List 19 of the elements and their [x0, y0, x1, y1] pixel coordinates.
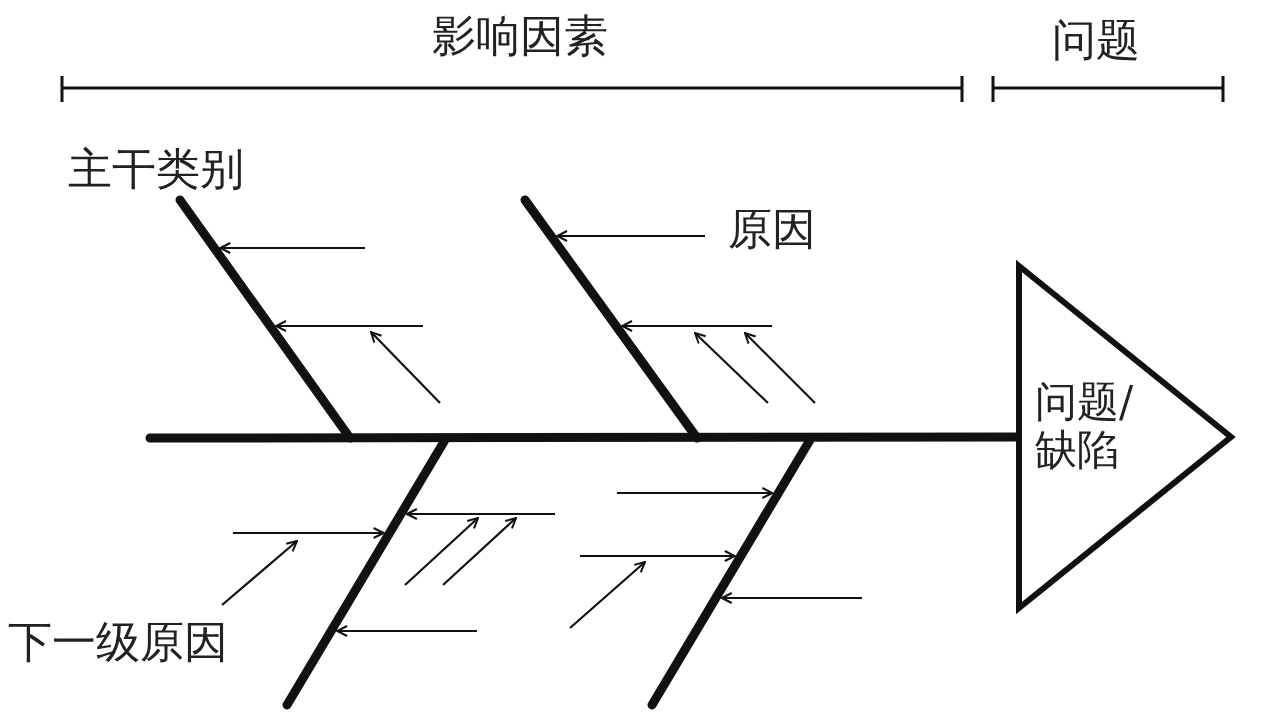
cause-arrow	[275, 320, 423, 332]
cause-arrow	[621, 320, 772, 332]
category-bone	[520, 195, 702, 443]
category-bone	[175, 195, 355, 443]
sub-cause-label: 下一级原因	[8, 618, 228, 667]
cause-arrow	[219, 242, 365, 254]
dimension-label: 问题	[1052, 16, 1140, 65]
cause-label: 原因	[728, 205, 816, 254]
cause-arrow	[233, 527, 385, 539]
cause-arrow	[336, 625, 477, 637]
problem-triangle	[1015, 262, 1237, 612]
dimension-label: 影响因素	[432, 12, 608, 61]
problem-text: 问题/缺陷	[1035, 378, 1135, 475]
cause-arrow	[720, 592, 862, 604]
category-label: 主干类别	[68, 145, 244, 194]
cause-arrow	[617, 487, 774, 499]
cause-arrow	[580, 550, 736, 562]
cause-arrow	[405, 508, 555, 520]
cause-arrow	[556, 230, 705, 242]
